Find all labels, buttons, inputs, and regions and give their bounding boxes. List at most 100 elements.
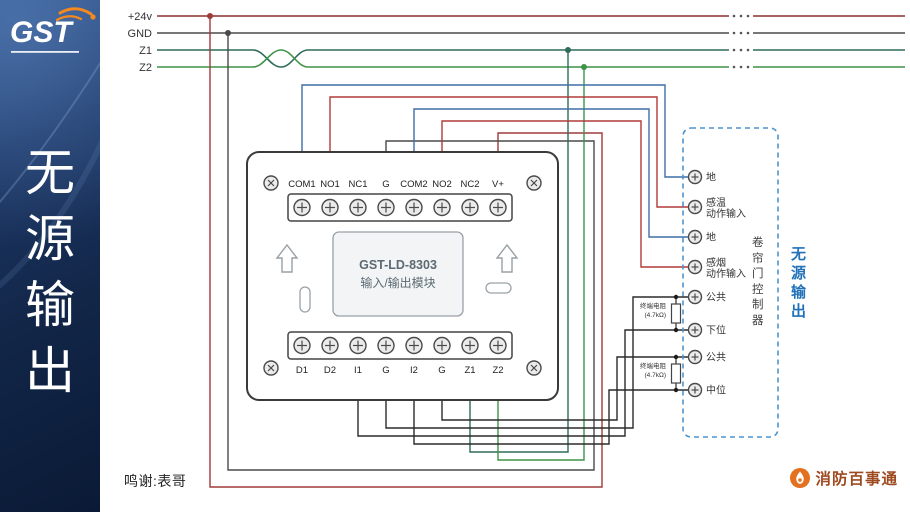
module-bottom-terminal-strip (287, 331, 513, 360)
brand: 消防百事通 (789, 467, 898, 489)
rail-label-gnd: GND (128, 28, 153, 40)
wire-i2-to-middle (413, 359, 689, 445)
rail-break-dot (746, 48, 750, 52)
module-top-terminal-label-V+: V+ (492, 179, 504, 190)
wire-no2-to-smoke-input (441, 120, 689, 268)
rail-z1 (157, 49, 905, 68)
module-bottom-terminal-label-I2: I2 (410, 365, 418, 376)
rail-break-dot (739, 48, 743, 52)
controller-name-vertical: 卷 帘 门 控 制 器 (752, 237, 764, 327)
rail-z2 (157, 49, 905, 68)
rail-label-z2: Z2 (139, 62, 152, 74)
sidebar: GST 无 源 输 出 (0, 0, 100, 512)
rail-break-dot (739, 65, 743, 69)
passive-output-char: 源 (791, 265, 807, 282)
rails-group: +24v GND Z1 Z2 (128, 9, 905, 74)
wires-group (207, 13, 689, 488)
module-bottom-terminal-label-Z2: Z2 (492, 365, 503, 376)
rail-break-dot (732, 14, 736, 18)
gst-swoosh2-icon (55, 15, 83, 22)
passive-output-char: 输 (791, 284, 807, 301)
module-name-text: 输入/输出模块 (360, 275, 435, 290)
brand-icon (790, 468, 811, 488)
module-top-terminal-label-NC2: NC2 (460, 179, 479, 190)
wire-gnd-to-g-junction-dot (225, 30, 231, 36)
terminal-resistor-1: 终端电阻 (4.7kΩ) (640, 294, 682, 333)
controller-terminal-label-3: 地 (706, 231, 716, 244)
sidebar-title-char: 输 (25, 277, 75, 333)
module-model-text: GST-LD-8303 (359, 258, 437, 272)
controller-name-char: 卷 (752, 237, 764, 249)
rail-label-z1: Z1 (139, 45, 152, 57)
wire-24v-to-vplus-junction-dot (207, 13, 213, 19)
passive-output-label: 无 源 输 出 (791, 247, 806, 319)
module-corner-screws (263, 175, 542, 376)
sidebar-title-char: 源 (25, 211, 75, 267)
sidebar-title-char: 出 (25, 343, 75, 399)
passive-output-char: 无 (791, 246, 807, 263)
sidebar-title: 无 源 输 出 (0, 148, 100, 396)
brand-text: 消防百事通 (815, 471, 898, 488)
sidebar-decor-arcs (0, 61, 100, 289)
module-bottom-terminal-label-D2: D2 (324, 365, 336, 376)
rail-break-dot (746, 65, 750, 69)
wire-z2-bus-junction-dot (581, 64, 587, 70)
sidebar-title-char: 无 (25, 145, 75, 201)
controller-name-char: 器 (752, 314, 764, 327)
resistor-body-icon (670, 363, 682, 384)
resistor-value: (4.7kΩ) (645, 372, 666, 379)
controller-name-char: 制 (752, 299, 764, 311)
passive-output-char: 出 (791, 303, 807, 320)
gst-logo: GST (6, 6, 98, 65)
resistor-body-icon (670, 303, 682, 324)
module-bottom-terminal-label-D1: D1 (296, 365, 308, 376)
controller-terminal-label-7: 公共 (706, 352, 726, 364)
gst-dot-icon (90, 14, 96, 20)
controller-terminal-label-4: 感烟 (706, 256, 726, 269)
rail-break-dot (746, 31, 750, 35)
junction-dot (673, 354, 679, 360)
wire-z2-bus (497, 67, 585, 461)
wire-com1-to-ground1 (301, 84, 689, 194)
rail-break-dot (739, 14, 743, 18)
module-top-terminal-label-COM2: COM2 (400, 179, 427, 190)
sidebar-arc2-icon (0, 139, 100, 289)
gst-swoosh-icon (58, 7, 93, 16)
junction-dot (673, 327, 679, 333)
credit-text: 鸣谢:表哥 (124, 473, 187, 489)
junction-dot (673, 387, 679, 393)
controller-name-char: 门 (752, 268, 764, 280)
wire-com2-to-ground2 (413, 108, 689, 238)
rail-break-gap (729, 9, 753, 73)
module-corner-screw-slot (530, 364, 538, 372)
wire-g-to-common1 (385, 296, 689, 429)
rail-break-dots-icon (732, 14, 750, 69)
resistor-label: 终端电阻 (640, 301, 667, 310)
pill-horizontal-icon (485, 282, 512, 294)
gst-tagline-bar (11, 51, 79, 53)
rail-break-dot (739, 31, 743, 35)
wire-24v-to-vplus (209, 16, 603, 488)
controller-name-char: 帘 (752, 252, 764, 265)
gst-logo-graphic: GST (10, 7, 96, 53)
module-top-terminal-strip (287, 193, 513, 222)
resistor-label: 终端电阻 (640, 361, 667, 370)
wire-z1-bus-junction-dot (565, 47, 571, 53)
controller-terminal-label-1: 地 (706, 171, 716, 184)
sidebar-arc-icon (0, 61, 100, 204)
controller-terminal-label-2: 感温 (706, 196, 726, 209)
module-bottom-terminal-label-G: G (438, 365, 445, 376)
wire-i1-to-lower (357, 329, 689, 437)
pill-vertical-icon (299, 286, 311, 313)
module-bottom-terminal-label-I1: I1 (354, 365, 362, 376)
module-corner-screw-slot (530, 179, 538, 187)
gst-logo-text: GST (10, 16, 74, 49)
module-bottom-terminal-label-Z1: Z1 (464, 365, 475, 376)
controller-terminal-label-8: 中位 (706, 384, 726, 397)
